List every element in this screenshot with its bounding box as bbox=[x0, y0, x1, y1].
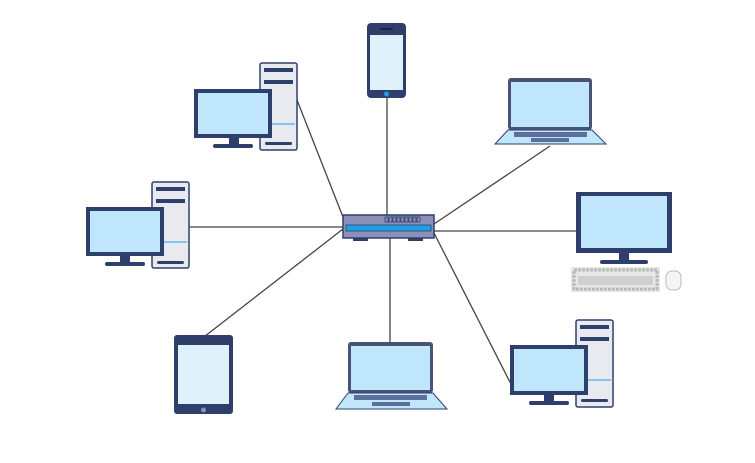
link-laptop-top-right bbox=[433, 145, 551, 225]
desktop-monitor-right[interactable] bbox=[571, 192, 682, 292]
link-desktop-bottom-right bbox=[433, 232, 514, 389]
link-tablet bbox=[199, 228, 344, 341]
mouse-icon bbox=[665, 270, 682, 291]
desktop-bottom-right[interactable] bbox=[510, 319, 614, 408]
desktop-top-left[interactable] bbox=[194, 62, 298, 151]
link-desktop-top-left bbox=[296, 99, 344, 218]
desktop-left[interactable] bbox=[86, 181, 190, 269]
tablet[interactable] bbox=[174, 335, 233, 414]
switch-ports bbox=[384, 216, 421, 223]
smartphone[interactable] bbox=[367, 23, 406, 98]
laptop-bottom[interactable] bbox=[335, 342, 449, 410]
network-links bbox=[185, 98, 576, 389]
network-switch[interactable] bbox=[342, 214, 435, 241]
laptop-top-right[interactable] bbox=[493, 78, 608, 145]
keyboard-icon bbox=[571, 267, 660, 292]
